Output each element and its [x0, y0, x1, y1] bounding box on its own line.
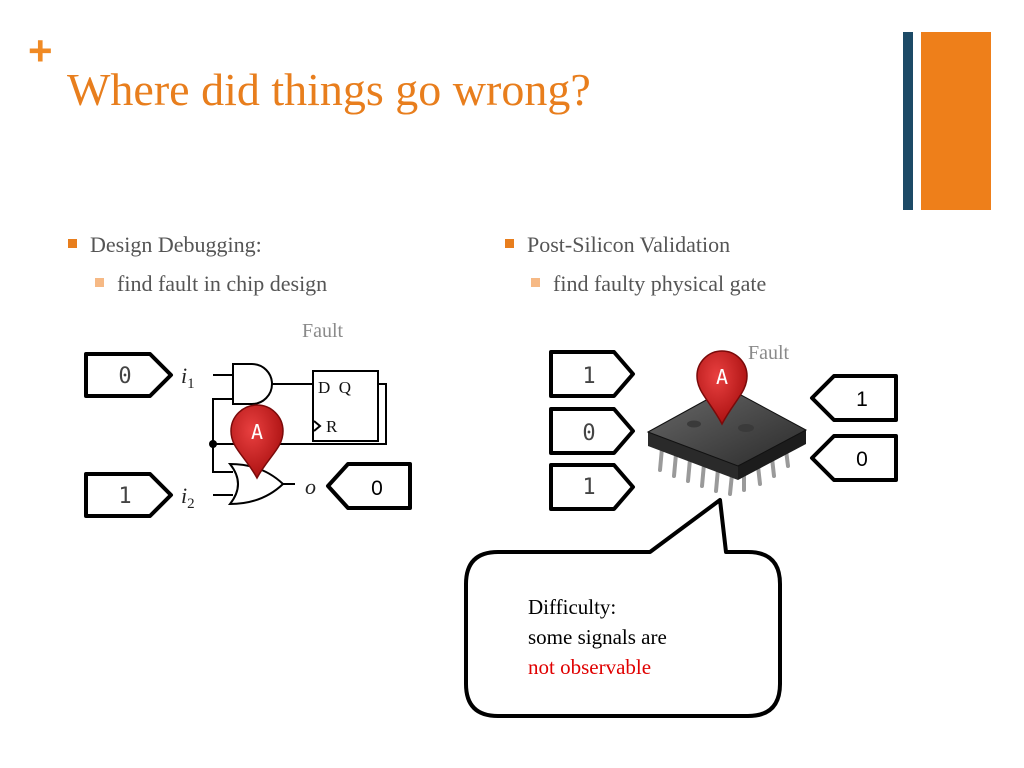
sub-bullet-marker: [531, 278, 540, 287]
chip-input-value: 1: [582, 475, 595, 500]
circuit-diagram: 0 1 i1 i2 o D Q R: [84, 352, 412, 518]
chip-icon: [646, 387, 808, 496]
flip-flop-r: R: [326, 417, 338, 436]
sub-bullet-marker: [95, 278, 104, 287]
fault-label-left: Fault: [302, 320, 344, 342]
decor-blue-bar: [903, 32, 913, 210]
pin-letter: A: [716, 365, 728, 389]
chip-input-tag: 1: [549, 463, 635, 511]
input-value: 1: [118, 484, 131, 509]
chip-input-value: 0: [582, 421, 595, 446]
decor-orange-bar: [921, 32, 991, 210]
input-value: 0: [118, 364, 131, 389]
callout-line-3: not observable: [528, 655, 652, 679]
chip-input-tag: 0: [549, 407, 635, 455]
and-gate: [232, 363, 273, 405]
flip-flop-dq: D Q: [318, 378, 351, 397]
callout-text: Difficulty: some signals are not observa…: [528, 592, 667, 682]
chip-output-tag: 0: [810, 434, 898, 482]
bullet-design-debugging: Design Debugging:: [68, 234, 262, 256]
flip-flop: D Q R: [312, 370, 379, 442]
sub-bullet-physical-gate: find faulty physical gate: [531, 273, 766, 295]
output-value: 0: [371, 477, 383, 500]
sub-bullet-text: find fault in chip design: [117, 271, 328, 296]
fault-pin-right-icon: A: [696, 350, 748, 426]
junction-dot: [209, 440, 217, 448]
output-tag-o: 0: [326, 462, 412, 510]
label-i2: i2: [181, 483, 195, 512]
chip-diagram: 1 0 1 1 0: [549, 350, 898, 511]
sub-bullet-text: find faulty physical gate: [553, 271, 767, 296]
chip-output-value: 0: [856, 448, 868, 471]
bullet-post-silicon: Post-Silicon Validation: [505, 234, 730, 256]
callout-line-2: some signals are: [528, 625, 667, 649]
bullet-text: Post-Silicon Validation: [527, 232, 731, 257]
chip-output-value: 1: [856, 388, 868, 411]
pin-letter: A: [251, 420, 263, 444]
chip-input-value: 1: [582, 364, 595, 389]
bullet-marker: [505, 239, 514, 248]
chip-output-tag: 1: [810, 374, 898, 422]
fault-pin-left-icon: A: [230, 404, 284, 480]
input-tag-i2: 1: [84, 472, 173, 518]
label-o: o: [305, 474, 316, 499]
chip-input-tag: 1: [549, 350, 635, 398]
callout-bubble: [464, 498, 782, 718]
callout-line-1: Difficulty:: [528, 595, 617, 619]
sub-bullet-chip-design: find fault in chip design: [95, 273, 327, 295]
slide-title: Where did things go wrong?: [67, 64, 591, 115]
fault-label-right: Fault: [748, 342, 790, 364]
label-i1: i1: [181, 363, 195, 392]
input-tag-i1: 0: [84, 352, 173, 398]
bullet-marker: [68, 239, 77, 248]
plus-mark: +: [28, 27, 53, 74]
bullet-text: Design Debugging:: [90, 232, 262, 257]
